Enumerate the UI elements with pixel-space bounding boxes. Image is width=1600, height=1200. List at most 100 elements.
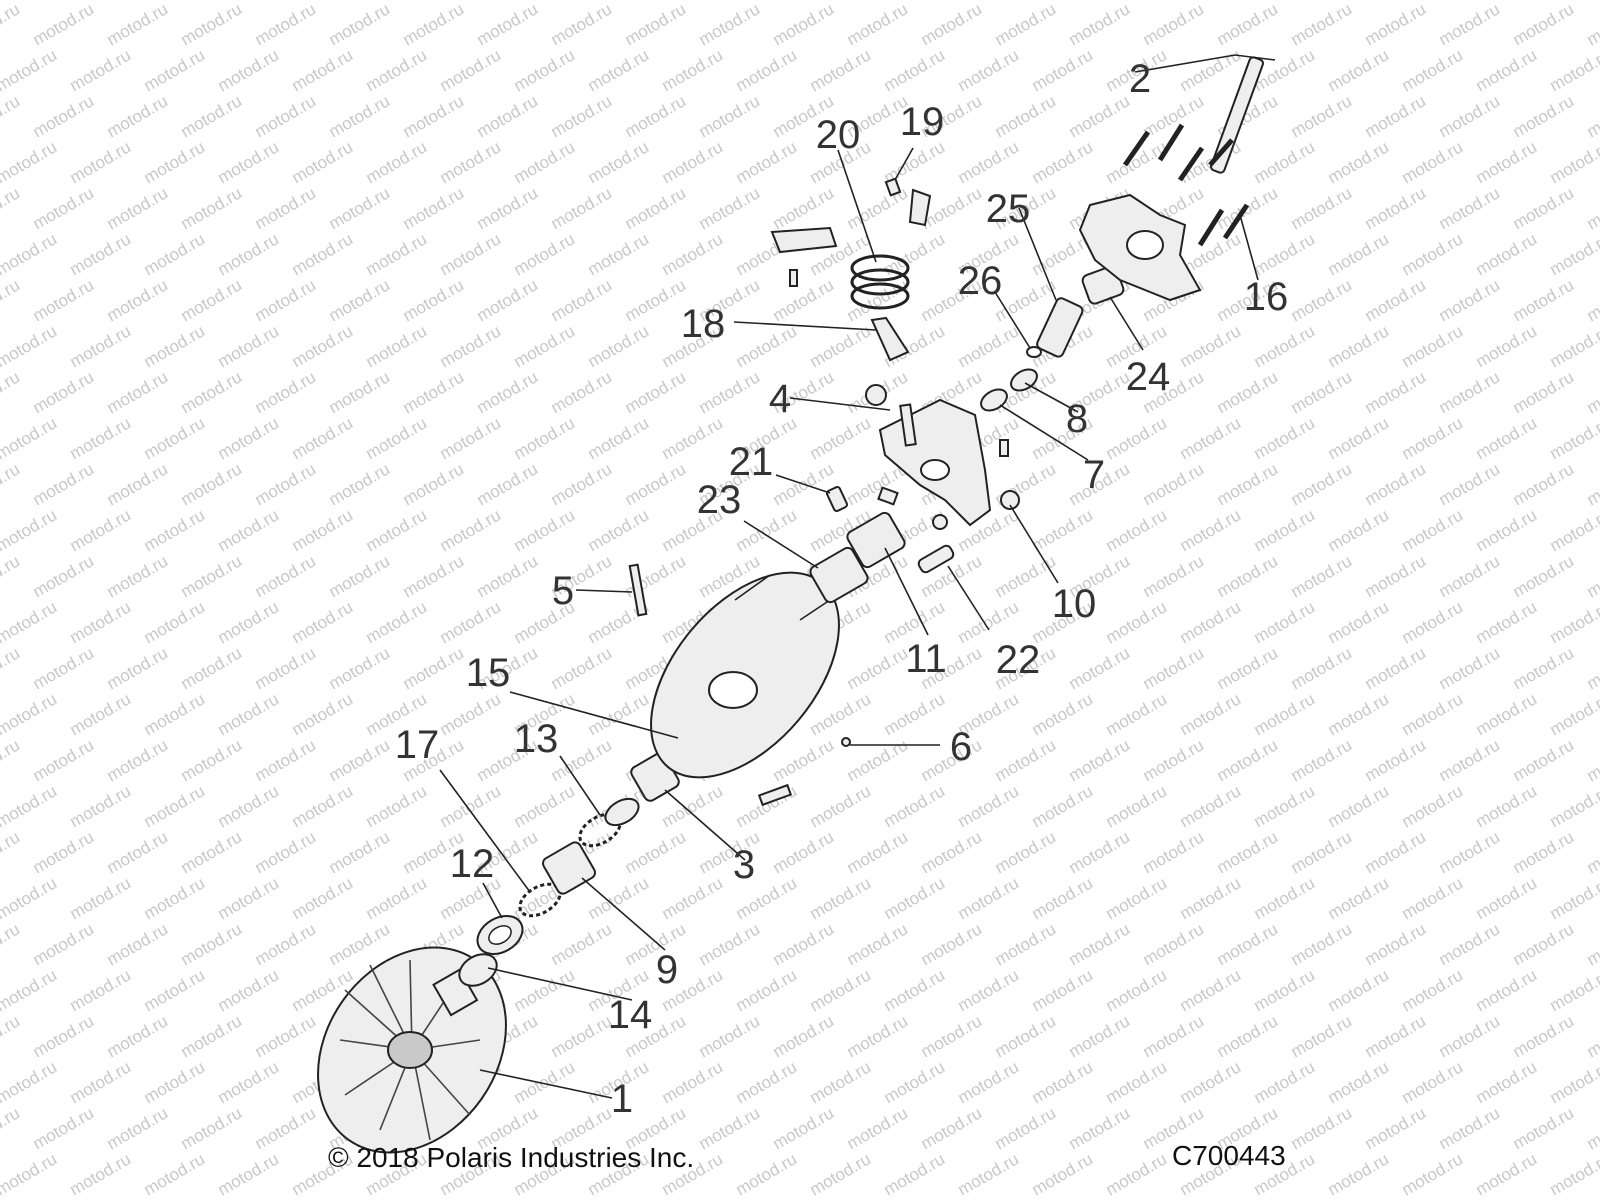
part-13-snap-ring[interactable] xyxy=(574,793,643,852)
callout-19[interactable]: 19 xyxy=(900,100,945,144)
watermark-text: motod.ru xyxy=(0,505,60,555)
part-16-bolts[interactable] xyxy=(1122,123,1250,247)
watermark-text: motod.ru xyxy=(548,183,616,233)
callout-15[interactable]: 15 xyxy=(466,651,511,695)
watermark-text: motod.ru xyxy=(30,735,98,785)
callout-10[interactable]: 10 xyxy=(1052,582,1097,626)
callout-26[interactable]: 26 xyxy=(958,259,1003,303)
watermark-text: motod.ru xyxy=(1473,873,1541,923)
callout-5[interactable]: 5 xyxy=(552,569,574,613)
watermark-text: motod.ru xyxy=(1436,367,1504,417)
watermark-text: motod.ru xyxy=(696,1011,764,1061)
watermark-text: motod.ru xyxy=(1473,689,1541,739)
part-20-spring[interactable] xyxy=(850,254,910,310)
part-11-bushing[interactable] xyxy=(845,511,907,570)
watermark-text: motod.ru xyxy=(696,0,764,49)
part-12-ring[interactable] xyxy=(471,908,530,961)
watermark-text: motod.ru xyxy=(0,735,23,785)
part-weight[interactable] xyxy=(770,226,838,287)
callout-8[interactable]: 8 xyxy=(1066,397,1088,441)
watermark-text: motod.ru xyxy=(474,0,542,49)
callout-11[interactable]: 11 xyxy=(905,637,947,681)
watermark-text: motod.ru xyxy=(1103,1149,1171,1199)
watermark-text: motod.ru xyxy=(252,183,320,233)
watermark-text: motod.ru xyxy=(992,735,1060,785)
watermark-text: motod.ru xyxy=(104,735,172,785)
watermark-text: motod.ru xyxy=(252,91,320,141)
watermark-text: motod.ru xyxy=(1362,919,1430,969)
callout-3[interactable]: 3 xyxy=(733,843,755,887)
part-26-o-ring[interactable] xyxy=(1026,346,1042,358)
watermark-text: motod.ru xyxy=(511,413,579,463)
watermark-text: motod.ru xyxy=(881,965,949,1015)
watermark-text: motod.ru xyxy=(363,873,431,923)
watermark-text: motod.ru xyxy=(252,1103,320,1153)
watermark-text: motod.ru xyxy=(0,229,60,279)
callout-6[interactable]: 6 xyxy=(950,725,972,769)
callout-17[interactable]: 17 xyxy=(395,723,440,767)
watermark-text: motod.ru xyxy=(178,551,246,601)
callout-24[interactable]: 24 xyxy=(1126,355,1171,399)
callout-7[interactable]: 7 xyxy=(1083,453,1105,497)
part-23-bushing[interactable] xyxy=(808,546,870,605)
callout-13[interactable]: 13 xyxy=(514,717,559,761)
callout-9[interactable]: 9 xyxy=(656,948,678,992)
watermark-text: motod.ru xyxy=(215,873,283,923)
part-spider-assembly[interactable] xyxy=(865,384,1020,530)
watermark-text: motod.ru xyxy=(437,229,505,279)
watermark-text: motod.ru xyxy=(215,505,283,555)
watermark-text: motod.ru xyxy=(30,0,98,49)
part-22-pin[interactable] xyxy=(917,544,955,574)
part-5-pin[interactable] xyxy=(628,563,648,617)
part-18-weight[interactable] xyxy=(870,316,910,362)
callout-14[interactable]: 14 xyxy=(608,993,653,1037)
callout-16[interactable]: 16 xyxy=(1244,275,1289,319)
watermark-text: motod.ru xyxy=(1473,0,1541,3)
part-6-pin[interactable] xyxy=(841,737,851,747)
watermark-text: motod.ru xyxy=(141,0,209,3)
part-14-spacer[interactable] xyxy=(454,948,503,992)
callout-12[interactable]: 12 xyxy=(450,842,495,886)
part-1-fixed-sheave[interactable] xyxy=(279,911,544,1189)
watermark-text: motod.ru xyxy=(400,643,468,693)
watermark-text: motod.ru xyxy=(1214,551,1282,601)
watermark-text: motod.ru xyxy=(1362,643,1430,693)
part-9-bushing[interactable] xyxy=(541,840,597,896)
part-21-roller[interactable] xyxy=(825,486,849,512)
watermark-text: motod.ru xyxy=(474,459,542,509)
watermark-text: motod.ru xyxy=(1214,0,1282,49)
part-cover[interactable] xyxy=(1078,193,1202,302)
part-25-shaft-bushing[interactable] xyxy=(1035,297,1084,359)
watermark-text: motod.ru xyxy=(0,643,23,693)
callout-1[interactable]: 1 xyxy=(611,1077,633,1121)
watermark-text: motod.ru xyxy=(1473,1057,1541,1107)
watermark-text: motod.ru xyxy=(511,781,579,831)
watermark-text: motod.ru xyxy=(437,689,505,739)
watermark-text: motod.ru xyxy=(696,919,764,969)
callout-18[interactable]: 18 xyxy=(681,302,726,346)
callout-4[interactable]: 4 xyxy=(769,377,791,421)
callout-2[interactable]: 2 xyxy=(1129,57,1151,101)
callout-21[interactable]: 21 xyxy=(729,440,774,484)
callout-23[interactable]: 23 xyxy=(697,478,742,522)
watermark-text: motod.ru xyxy=(326,91,394,141)
part-movable-sheave[interactable] xyxy=(614,538,876,812)
watermark-text: motod.ru xyxy=(289,597,357,647)
watermark-text: motod.ru xyxy=(1029,1149,1097,1199)
part-19-pin[interactable] xyxy=(884,177,932,227)
watermark-text: motod.ru xyxy=(1547,781,1600,831)
callout-22[interactable]: 22 xyxy=(996,638,1041,682)
watermark-text: motod.ru xyxy=(215,413,283,463)
watermark-text: motod.ru xyxy=(1066,827,1134,877)
watermark-text: motod.ru xyxy=(511,505,579,555)
watermark-text: motod.ru xyxy=(1436,275,1504,325)
watermark-text: motod.ru xyxy=(104,183,172,233)
callout-25[interactable]: 25 xyxy=(986,187,1031,231)
watermark-text: motod.ru xyxy=(918,1103,986,1153)
watermark-text: motod.ru xyxy=(1251,781,1319,831)
callout-20[interactable]: 20 xyxy=(816,113,861,157)
watermark-text: motod.ru xyxy=(955,321,1023,371)
watermark-text: motod.ru xyxy=(1584,551,1600,601)
watermark-text: motod.ru xyxy=(1399,965,1467,1015)
watermark-text: motod.ru xyxy=(1214,827,1282,877)
